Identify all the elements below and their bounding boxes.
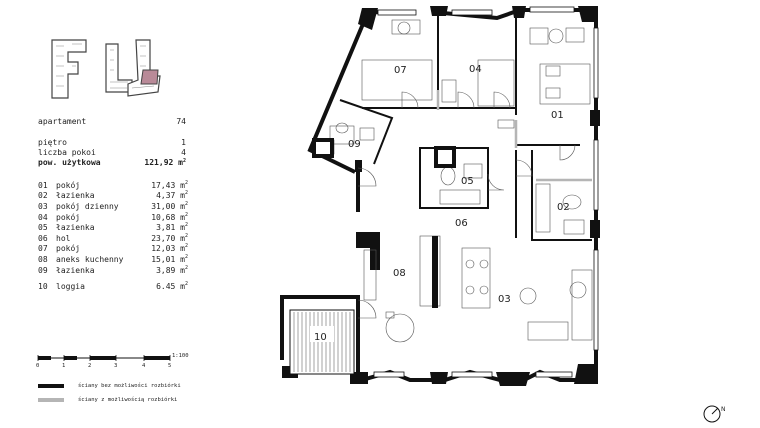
room-area: 23,70 m2 (151, 232, 188, 243)
legend-swatch-removable (38, 398, 64, 402)
legend-removable-walls: ściany z możliwością rozbiórki (38, 397, 177, 403)
label-room-07: 07 (394, 65, 407, 76)
apartment-label: apartament (38, 117, 87, 126)
room-name: hol (56, 233, 71, 243)
usable-area-value: 121,92 m2 (144, 158, 186, 167)
room-num: 03 (38, 201, 48, 211)
scale-tick-2: 2 (88, 363, 92, 369)
loggia-name: loggia (56, 281, 85, 291)
compass-label: N (721, 406, 726, 413)
room-row: 04 pokój 10,68 m2 (38, 212, 188, 223)
legend-swatch-fixed (38, 384, 64, 388)
legend-text-removable: ściany z możliwością rozbiórki (78, 397, 178, 403)
door-swings (357, 91, 576, 319)
loggia-num: 10 (38, 281, 48, 291)
legend-text-fixed: ściany bez możliwości rozbiórki (78, 383, 181, 389)
floor-value: 1 (181, 138, 186, 147)
room-area: 15,01 m2 (151, 253, 188, 264)
room-area: 10,68 m2 (151, 211, 188, 222)
room-name: łazienka (56, 223, 95, 233)
info-panel: apartament 74 piętro 1 liczba pokoi 4 pow. … (0, 0, 260, 428)
compass-icon (703, 405, 721, 423)
room-num: 02 (38, 191, 48, 201)
room-row: 05 łazienka 3,81 m2 (38, 222, 188, 233)
key-plan-thumbnail (51, 39, 161, 99)
usable-area-label: pow. użytkowa (38, 158, 101, 167)
room-row: 08 aneks kuchenny 15,01 m2 (38, 254, 188, 265)
key-plan-highlight (140, 69, 159, 85)
loggia (289, 309, 355, 375)
black-fixtures (312, 138, 456, 308)
room-area: 3,89 m2 (156, 264, 188, 275)
room-num: 09 (38, 265, 48, 275)
label-room-04: 04 (469, 64, 482, 75)
room-num: 04 (38, 212, 48, 222)
removable-walls (436, 90, 592, 182)
label-room-03: 03 (498, 294, 511, 305)
room-row: 06 hol 23,70 m2 (38, 233, 188, 244)
room-name: aneks kuchenny (56, 254, 124, 264)
room-area: 4,37 m2 (156, 190, 188, 201)
scale-tick-1: 1 (62, 363, 66, 369)
label-room-02: 02 (557, 202, 570, 213)
furniture (319, 19, 593, 343)
room-name: pokój dzienny (56, 201, 119, 211)
room-area: 3,81 m2 (156, 222, 188, 233)
room-num: 08 (38, 254, 48, 264)
scale-tick-0: 0 (36, 363, 40, 369)
apartment-value: 74 (176, 117, 186, 126)
scale-tick-3: 3 (114, 363, 118, 369)
scale-ratio: 1:100 (172, 353, 189, 359)
room-area: 17,43 m2 (151, 179, 188, 190)
room-area: 31,00 m2 (151, 200, 188, 211)
room-name: łazienka (56, 191, 95, 201)
room-name: pokój (56, 180, 81, 190)
scale-tick-5: 5 (168, 363, 172, 369)
room-row: 01 pokój 17,43 m2 (38, 180, 188, 191)
rooms-count-value: 4 (181, 148, 186, 157)
room-name: pokój (56, 244, 81, 254)
room-row: 02 łazienka 4,37 m2 (38, 190, 188, 202)
room-num: 01 (38, 180, 48, 190)
scale-tick-4: 4 (142, 363, 146, 369)
room-name: łazienka (56, 265, 95, 275)
room-list: 01 pokój 17,43 m2 02 łazienka 4,37 m2 03 pokój … (38, 180, 188, 275)
loggia-area: 6.45 m2 (156, 280, 188, 291)
loggia-row: 10 loggia 6.45 m2 (38, 281, 188, 292)
scale-bar (37, 355, 171, 361)
label-room-06: 06 (455, 218, 468, 229)
label-room-09: 09 (348, 139, 361, 150)
internal-walls (339, 12, 592, 241)
floor-area (310, 10, 592, 382)
specs-block: piętro 1 liczba pokoi 4 pow. użytkowa 121,9… (38, 138, 186, 168)
label-room-08: 08 (393, 268, 406, 279)
room-name: pokój (56, 212, 81, 222)
room-area: 12,03 m2 (151, 243, 188, 254)
label-room-05: 05 (461, 176, 474, 187)
windows (373, 6, 599, 378)
room-num: 06 (38, 233, 48, 243)
floor-label: piętro (38, 138, 67, 147)
room-num: 05 (38, 223, 48, 233)
room-num: 07 (38, 244, 48, 254)
room-row: 07 pokój 12,03 m2 (38, 243, 188, 255)
room-row: 03 pokój dzienny 31,00 m2 (38, 201, 188, 212)
apartment-row: apartament 74 (38, 117, 186, 127)
label-room-10: 10 (314, 332, 327, 343)
rooms-count-label: liczba pokoi (38, 148, 96, 157)
legend-fixed-walls: ściany bez możliwości rozbiórki (38, 383, 181, 389)
label-room-01: 01 (551, 110, 564, 121)
room-row: 09 łazienka 3,89 m2 (38, 265, 188, 276)
